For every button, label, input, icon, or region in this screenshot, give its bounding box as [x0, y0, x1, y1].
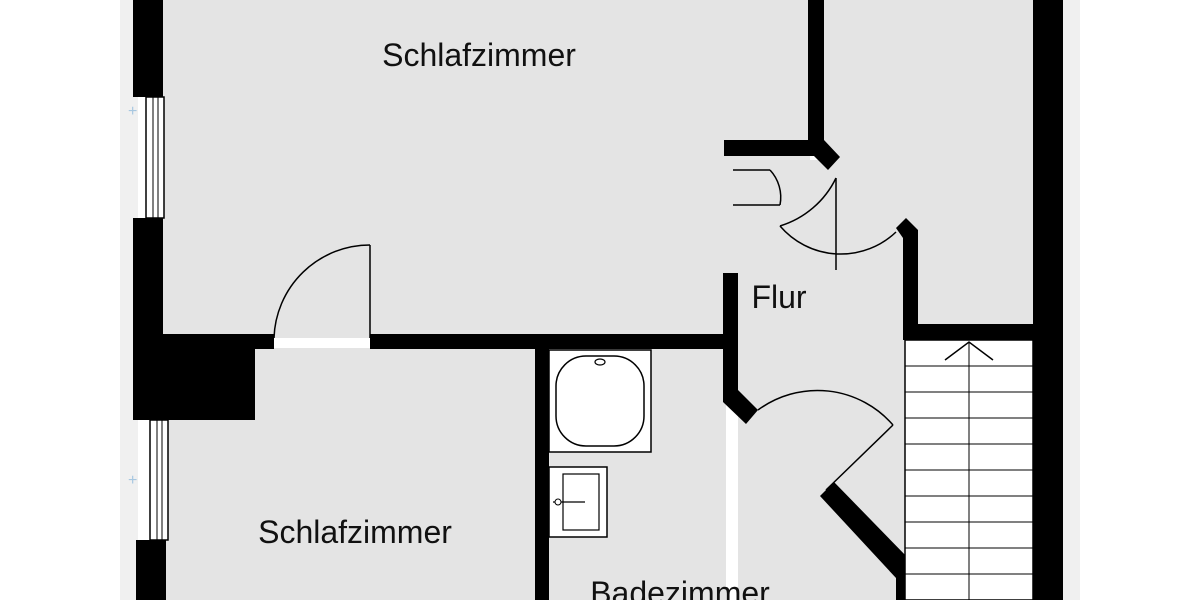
- wall-mid-horizontal-b: [370, 334, 736, 349]
- wall-mid-horizontal-a: [160, 334, 274, 349]
- walls: [133, 0, 1063, 600]
- svg-text:+: +: [128, 472, 137, 489]
- wall-top-vertical: [808, 0, 824, 154]
- wall-hall-left: [723, 273, 738, 393]
- wall-stair-top: [903, 324, 1033, 340]
- door-hall-top: [733, 169, 897, 270]
- room-label-bedroom-top: Schlafzimmer: [382, 37, 576, 73]
- wall-left-bottom: [136, 540, 166, 600]
- bathtub: [548, 349, 652, 453]
- stair-arrow-icon: [944, 341, 994, 361]
- wall-chimney: [133, 338, 255, 420]
- wall-corner-top: [724, 140, 840, 170]
- room-label-bedroom-bottom: Schlafzimmer: [258, 514, 452, 550]
- room-label-hallway: Flur: [751, 279, 806, 315]
- staircase: [904, 339, 1034, 600]
- left-margin-band: [120, 0, 138, 600]
- door-bathroom: [757, 389, 894, 491]
- floor-bedroom-top: [160, 0, 810, 338]
- wall-hall-diag-b: [820, 482, 910, 600]
- door-bedroom-top: [273, 244, 371, 339]
- right-margin-band: [1062, 0, 1080, 600]
- floor-hallway: [738, 160, 905, 600]
- svg-text:+: +: [128, 103, 137, 120]
- room-label-bathroom: Badezimmer: [590, 575, 770, 600]
- wall-left-mid: [133, 218, 163, 342]
- window-top-left: +: [128, 96, 165, 219]
- wall-right: [1033, 0, 1063, 600]
- wall-hall-diag-a: [723, 390, 758, 424]
- wall-bathroom-left: [535, 334, 549, 600]
- sink: [548, 466, 608, 538]
- wall-left-top: [133, 0, 163, 97]
- window-bottom-left: +: [128, 419, 169, 541]
- wall-hall-right-top: [896, 218, 918, 330]
